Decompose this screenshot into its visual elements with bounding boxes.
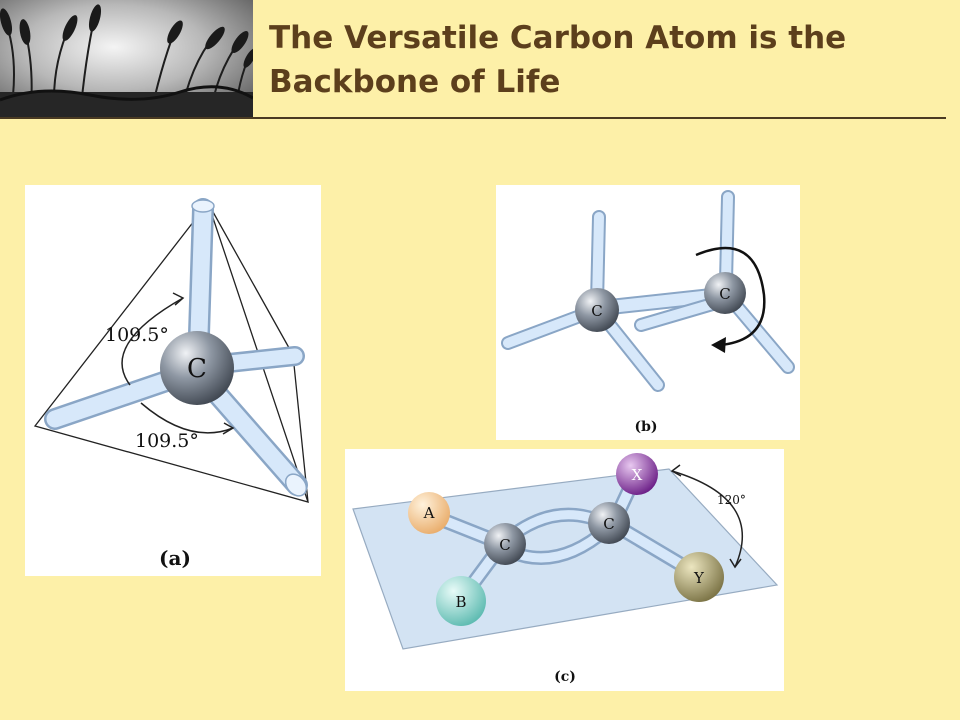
carbon-atom-c2-label: C: [603, 515, 614, 533]
angle-label-2: 109.5°: [135, 430, 199, 452]
angle-label-1: 109.5°: [105, 324, 169, 346]
slide-title-line-1: The Versatile Carbon Atom is the: [269, 20, 847, 56]
figure-c-double-bond-plane: A C C B X Y 120° (c): [345, 449, 784, 691]
carbon-atom-right-label: C: [719, 285, 730, 303]
angle-arrows: [121, 292, 235, 435]
atom-b: [436, 576, 486, 626]
carbon-atom-label: C: [187, 354, 207, 384]
header-wheat-photo: [0, 0, 257, 119]
figure-a-caption: (a): [159, 546, 191, 570]
carbon-atom: [160, 331, 234, 405]
atom-a: [408, 492, 450, 534]
header-divider: [0, 117, 960, 119]
atom-b-label: B: [455, 593, 466, 611]
carbon-atom-c1-label: C: [499, 536, 510, 554]
atom-x: [616, 453, 658, 495]
carbon-atom-left: [575, 288, 619, 332]
carbon-atom-c2: [588, 502, 630, 544]
atom-y-label: Y: [693, 569, 705, 587]
slide-title-line-2: Backbone of Life: [269, 64, 561, 100]
carbon-atom-c1: [484, 523, 526, 565]
angle-label: 120°: [717, 493, 746, 507]
carbon-atom-right: [704, 272, 746, 314]
atom-a-label: A: [423, 504, 435, 522]
rotation-arrow: [695, 246, 766, 347]
figure-c-caption: (c): [554, 669, 576, 685]
figure-b-bond-rotation: C C (b): [496, 185, 800, 440]
atom-y: [674, 552, 724, 602]
carbon-atom-left-label: C: [591, 302, 602, 320]
figure-b-caption: (b): [634, 419, 657, 435]
title-area: The Versatile Carbon Atom is the Backbon…: [253, 0, 960, 118]
figure-a-tetrahedral-carbon: C 109.5° 109.5° (a): [25, 185, 321, 576]
angle-arrow: [670, 464, 744, 569]
right-edge-bar: [946, 0, 960, 720]
atom-x-label: X: [632, 466, 643, 484]
slide-title: The Versatile Carbon Atom is the Backbon…: [269, 16, 846, 104]
